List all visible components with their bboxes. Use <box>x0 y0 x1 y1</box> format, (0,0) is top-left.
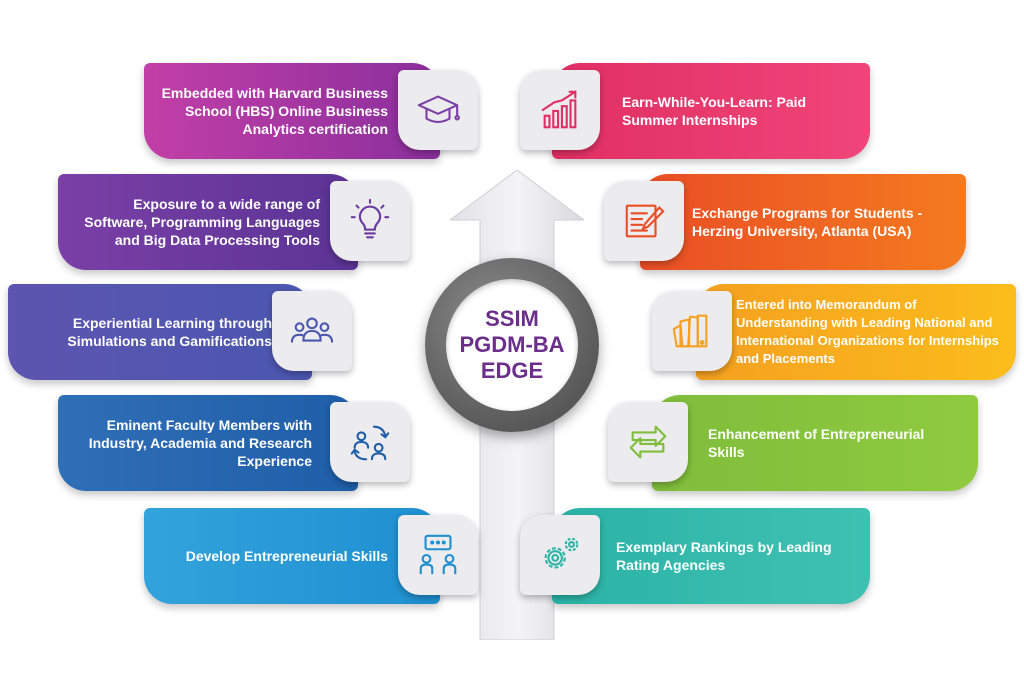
hub-title-line-3: EDGE <box>480 358 544 383</box>
feature-text-faculty: Eminent Faculty Members with Industry, A… <box>88 417 312 469</box>
feature-card-hbs: Embedded with Harvard Business School (H… <box>144 63 440 159</box>
feature-text-exchange: Exchange Programs for Students - Herzing… <box>692 205 923 239</box>
feature-card-mou: Entered into Memorandum of Understanding… <box>696 284 1016 380</box>
document-pen-icon <box>625 204 665 238</box>
growth-chart-icon <box>541 90 577 129</box>
feature-text-enhancement: Enhancement of Entrepreneurial Skills <box>708 426 925 460</box>
exchange-arrows-icon-box <box>608 402 688 482</box>
gears-icon-box <box>520 515 600 595</box>
feature-card-enhancement: Enhancement of Entrepreneurial Skills <box>652 395 978 491</box>
lightbulb-icon <box>350 198 390 239</box>
feature-card-software: Exposure to a wide range of Software, Pr… <box>58 174 358 270</box>
feature-text-experiential: Experiential Learning through Simulation… <box>67 315 272 349</box>
hub-title: SSIM PGDM-BA EDGE <box>446 279 578 411</box>
gears-icon <box>544 537 579 569</box>
feature-text-hbs: Embedded with Harvard Business School (H… <box>161 85 388 137</box>
feature-card-faculty: Eminent Faculty Members with Industry, A… <box>58 395 358 491</box>
feature-card-earn-while-learn: Earn-While-You-Learn: Paid Summer Intern… <box>552 63 870 159</box>
feature-text-develop-skills: Develop Entrepreneurial Skills <box>185 548 388 564</box>
swatches-icon-box <box>652 291 732 371</box>
people-exchange-icon <box>350 425 390 461</box>
feature-card-rankings: Exemplary Rankings by Leading Rating Age… <box>552 508 870 604</box>
people-exchange-icon-box <box>330 402 410 482</box>
group-people-icon-box <box>272 291 352 371</box>
growth-chart-icon-box <box>520 70 600 150</box>
lightbulb-icon-box <box>330 181 410 261</box>
feature-card-exchange: Exchange Programs for Students - Herzing… <box>640 174 966 270</box>
feature-text-earn-while-learn: Earn-While-You-Learn: Paid Summer Intern… <box>622 94 807 128</box>
presentation-icon <box>419 534 457 575</box>
swatches-icon <box>672 314 708 348</box>
exchange-arrows-icon <box>629 425 667 459</box>
feature-text-software: Exposure to a wide range of Software, Pr… <box>84 196 320 248</box>
group-people-icon <box>290 317 334 343</box>
feature-text-rankings: Exemplary Rankings by Leading Rating Age… <box>616 539 832 573</box>
hub-title-line-2: PGDM-BA <box>459 332 565 357</box>
document-pen-icon-box <box>604 181 684 261</box>
feature-text-mou: Entered into Memorandum of Understanding… <box>736 297 999 366</box>
graduation-cap-icon-box <box>398 70 478 150</box>
graduation-cap-icon <box>417 95 460 124</box>
feature-card-develop-skills: Develop Entrepreneurial Skills <box>144 508 440 604</box>
hub-title-line-1: SSIM <box>485 306 539 331</box>
feature-card-experiential: Experiential Learning through Simulation… <box>8 284 312 380</box>
presentation-icon-box <box>398 515 478 595</box>
